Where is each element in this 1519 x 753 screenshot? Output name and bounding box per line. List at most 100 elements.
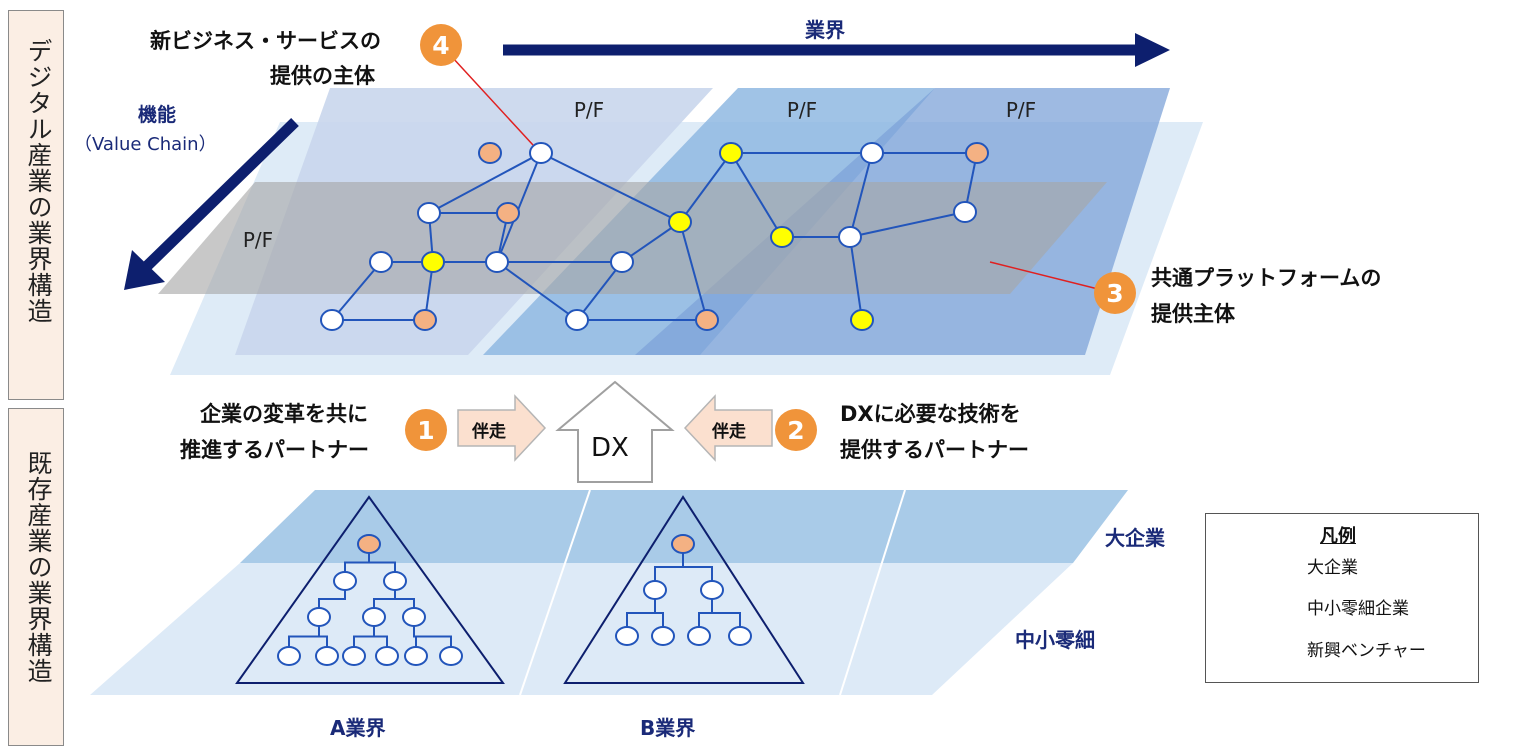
callout-1-number: 1 [417, 416, 434, 445]
network-node [417, 202, 441, 224]
network-edge [576, 261, 623, 321]
legend [1205, 513, 1479, 683]
network-node [850, 309, 874, 331]
lower-divider-2 [839, 489, 906, 696]
lower-divider-1 [519, 489, 591, 696]
platform-label-middle: P/F [787, 98, 817, 122]
legend-item-small: 中小零細企業 [1307, 599, 1409, 619]
bansou-label-left: 伴走 [472, 422, 506, 442]
network-edge [849, 211, 966, 238]
tree-a-node [362, 607, 386, 627]
callout-2-line1: DXに必要な技術を [840, 402, 1021, 426]
network-edge [679, 152, 732, 223]
tree-b-edge [682, 544, 713, 590]
callout-3-line1: 共通プラットフォームの [1151, 266, 1382, 290]
tree-a-node [402, 607, 426, 627]
callout-3-badge [1094, 272, 1136, 314]
callout-2-line2: 提供するパートナー [840, 438, 1029, 462]
network-node [478, 142, 502, 164]
network-node [860, 142, 884, 164]
small-enterprise-label: 中小零細 [1015, 628, 1095, 652]
dx-label: DX [591, 433, 629, 463]
existing-industry-box [8, 408, 64, 746]
tree-a-node [357, 534, 381, 554]
lower-plane-large [240, 490, 1128, 563]
callout-1-badge [405, 409, 447, 451]
platform-front [158, 182, 1107, 294]
bansou-arrow-left [457, 394, 547, 462]
tree-b-node [687, 626, 711, 646]
tree-b-node [700, 580, 724, 600]
legend-item-large: 大企業 [1307, 558, 1358, 578]
lower-plane-small [90, 563, 1073, 695]
legend-title: 凡例 [1320, 526, 1356, 547]
platform-label-right: P/F [1006, 98, 1036, 122]
tree-a-node [315, 646, 339, 666]
tree-a-node [375, 646, 399, 666]
platform-label-front: P/F [243, 228, 273, 252]
network-node [369, 251, 393, 273]
network-edge [679, 221, 708, 321]
network-node [413, 309, 437, 331]
network-node [965, 142, 989, 164]
tree-a-node [404, 646, 428, 666]
network-node [695, 309, 719, 331]
network-graph [320, 142, 989, 331]
tree-b-node [651, 626, 675, 646]
network-edge [849, 236, 863, 321]
callout-3-line [989, 261, 1099, 290]
callout-1-line1: 企業の変革を共に [200, 402, 368, 426]
dx-arrow [555, 380, 675, 483]
network-node [529, 142, 553, 164]
network-edge [496, 152, 542, 263]
callout-4-badge [420, 24, 462, 66]
network-node [610, 251, 634, 273]
tree-a-node [277, 646, 301, 666]
industry-a-label: A業界 [330, 716, 386, 740]
callout-1-line2: 推進するパートナー [180, 438, 369, 462]
tree-b-node [671, 534, 695, 554]
tree-a-node [307, 607, 331, 627]
digital-industry-label: デジタル産業の業界構造 [24, 38, 53, 324]
tree-a-node [333, 571, 357, 591]
function-axis-line [141, 118, 299, 272]
industry-a-triangle [235, 495, 505, 684]
bansou-arrow-right [683, 394, 773, 462]
industry-b-label: B業界 [640, 716, 696, 740]
network-node [485, 251, 509, 273]
network-edge [496, 261, 578, 321]
tree-b-node [615, 626, 639, 646]
tree-b-edge [711, 590, 741, 636]
network-node [421, 251, 445, 273]
network-node [719, 142, 743, 164]
callout-2-badge [775, 409, 817, 451]
network-edge [730, 152, 783, 238]
network-edge [331, 261, 382, 321]
legend-item-venture: 新興ベンチャー [1307, 641, 1426, 661]
existing-industry-label: 既存産業の業界構造 [24, 450, 53, 684]
network-edge [849, 152, 873, 238]
network-node [565, 309, 589, 331]
network-node [496, 202, 520, 224]
digital-industry-box [8, 10, 64, 400]
industry-b-triangle [563, 495, 805, 684]
network-node [953, 201, 977, 223]
network-node [668, 211, 692, 233]
callout-4-line [451, 56, 534, 146]
network-edge [540, 152, 681, 223]
industry-b-tree [615, 534, 752, 646]
function-axis-sublabel: （Value Chain） [74, 134, 217, 155]
network-edge [621, 221, 681, 263]
bansou-label-right: 伴走 [712, 422, 746, 442]
callout-4-line2: 提供の主体 [270, 64, 375, 88]
tree-b-node [643, 580, 667, 600]
tree-b-node [728, 626, 752, 646]
network-node [770, 226, 794, 248]
large-enterprise-label: 大企業 [1105, 526, 1165, 550]
tree-a-node [342, 646, 366, 666]
tree-a-node [383, 571, 407, 591]
function-axis-arrowhead [124, 250, 165, 290]
callout-3-line2: 提供主体 [1151, 302, 1235, 326]
network-edge [428, 152, 542, 214]
